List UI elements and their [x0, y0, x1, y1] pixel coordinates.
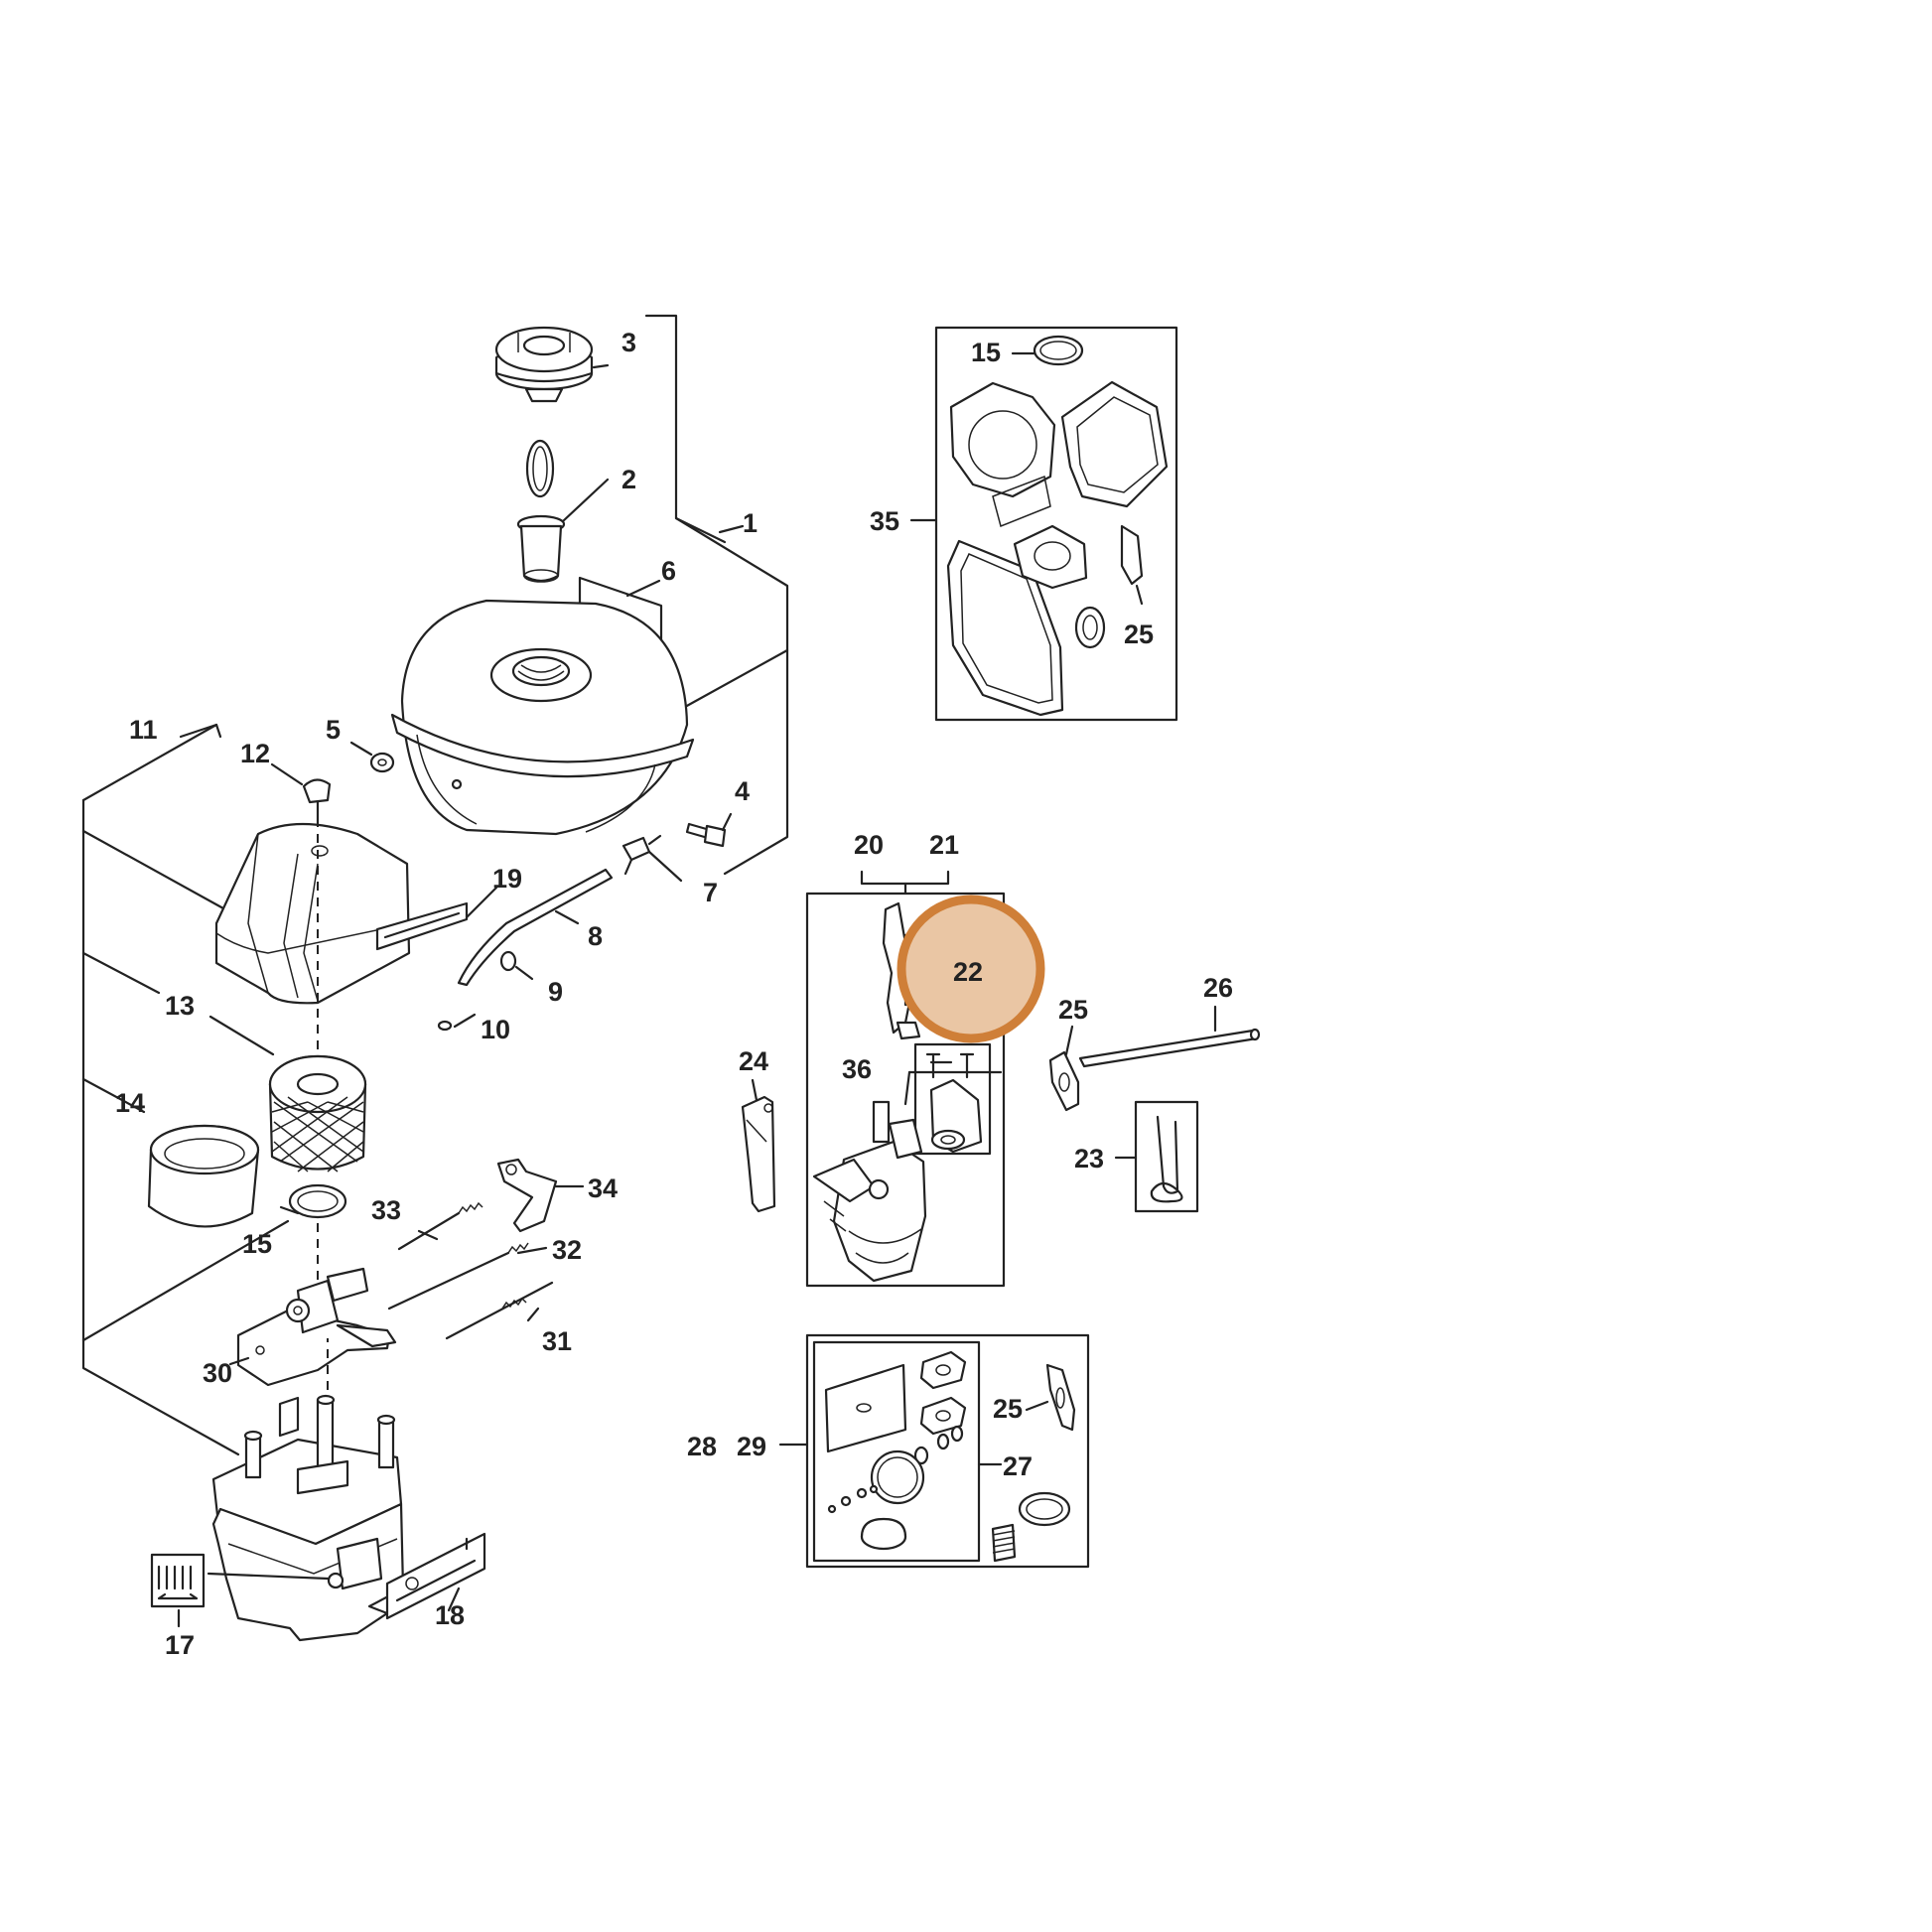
callout-32: 32	[552, 1235, 582, 1265]
breather-tube-box	[1134, 1100, 1199, 1213]
callout-21: 21	[929, 830, 959, 860]
foam-pre-filter	[147, 1124, 260, 1228]
callout-10: 10	[481, 1015, 510, 1044]
carburetor-group-bracket	[860, 870, 950, 896]
callout-8: 8	[588, 921, 603, 951]
callout-18: 18	[435, 1600, 465, 1630]
carburetor-stud	[1078, 1028, 1261, 1068]
callout-13: 13	[165, 991, 195, 1021]
flange-bolt	[685, 822, 727, 848]
callout-5: 5	[326, 715, 341, 745]
insulator-gasket	[1048, 1050, 1080, 1112]
air-cleaner-cover	[214, 822, 411, 1005]
callout-2: 2	[621, 465, 636, 494]
fuel-tank	[390, 599, 695, 836]
governor-spring	[397, 1201, 483, 1251]
callout-19: 19	[492, 864, 522, 894]
throttle-decal	[385, 1532, 486, 1620]
gasket-set-parts	[946, 335, 1169, 717]
air-cleaner-gasket	[288, 1183, 347, 1219]
callout-11: 11	[129, 715, 158, 745]
governor-arm	[496, 1158, 558, 1233]
control-base-assembly	[236, 1267, 397, 1387]
fuel-cap	[494, 326, 594, 403]
fuel-valve	[621, 834, 662, 876]
air-filter-element	[268, 1054, 367, 1173]
callout-20: 20	[854, 830, 884, 860]
fuel-line	[457, 868, 614, 987]
callout-6: 6	[661, 556, 676, 586]
engine-block	[207, 1338, 405, 1642]
callout-22: 22	[953, 957, 983, 987]
air-cleaner-group-bracket	[81, 723, 290, 1456]
air-cleaner-decal	[375, 901, 469, 951]
callout-15-air-cleaner: 15	[242, 1229, 272, 1259]
callout-26: 26	[1203, 973, 1233, 1003]
callout-27: 27	[1003, 1451, 1033, 1481]
callout-31: 31	[542, 1326, 572, 1356]
fuel-cap-seal	[525, 439, 555, 498]
highlight-circle	[897, 895, 1045, 1043]
callout-33: 33	[371, 1195, 401, 1225]
callout-36: 36	[842, 1054, 872, 1084]
repair-kit-parts	[824, 1350, 1076, 1563]
choke-decal	[150, 1553, 206, 1608]
callout-29: 29	[737, 1432, 766, 1461]
callout-34: 34	[588, 1173, 618, 1203]
tank-washer	[369, 752, 395, 773]
carburetor	[812, 1100, 927, 1283]
hose-clamp	[499, 950, 517, 972]
throttle-rod	[445, 1281, 554, 1340]
heat-insulator-box	[913, 1042, 992, 1156]
callout-25-repair-kit: 25	[993, 1394, 1023, 1424]
leader-lines	[177, 351, 1217, 1628]
callout-15-gasket-set: 15	[971, 338, 1001, 367]
callout-23: 23	[1074, 1144, 1104, 1173]
callout-4: 4	[735, 776, 750, 806]
choke-lever	[741, 1095, 776, 1213]
callout-14: 14	[115, 1088, 145, 1118]
callout-3: 3	[621, 328, 636, 357]
callout-labels: 3 2 1 6 5 11 12 4 7 19 8 9 10 13 14 15 3…	[115, 328, 1233, 1660]
throttle-return-spring	[387, 1242, 529, 1311]
clip	[437, 1020, 453, 1032]
callout-7: 7	[703, 878, 718, 907]
callout-25-insulator: 25	[1058, 995, 1088, 1025]
callout-17: 17	[165, 1630, 195, 1660]
callout-28: 28	[687, 1432, 717, 1461]
callout-35: 35	[870, 506, 899, 536]
callout-30: 30	[203, 1358, 232, 1388]
callout-1: 1	[743, 508, 758, 538]
fuel-tank-group-bracket	[644, 314, 789, 876]
fuel-filter	[516, 514, 566, 583]
callout-25-gasket-set: 25	[1124, 620, 1154, 649]
callout-9: 9	[548, 977, 563, 1007]
callout-24: 24	[739, 1046, 768, 1076]
callout-12: 12	[240, 739, 270, 768]
